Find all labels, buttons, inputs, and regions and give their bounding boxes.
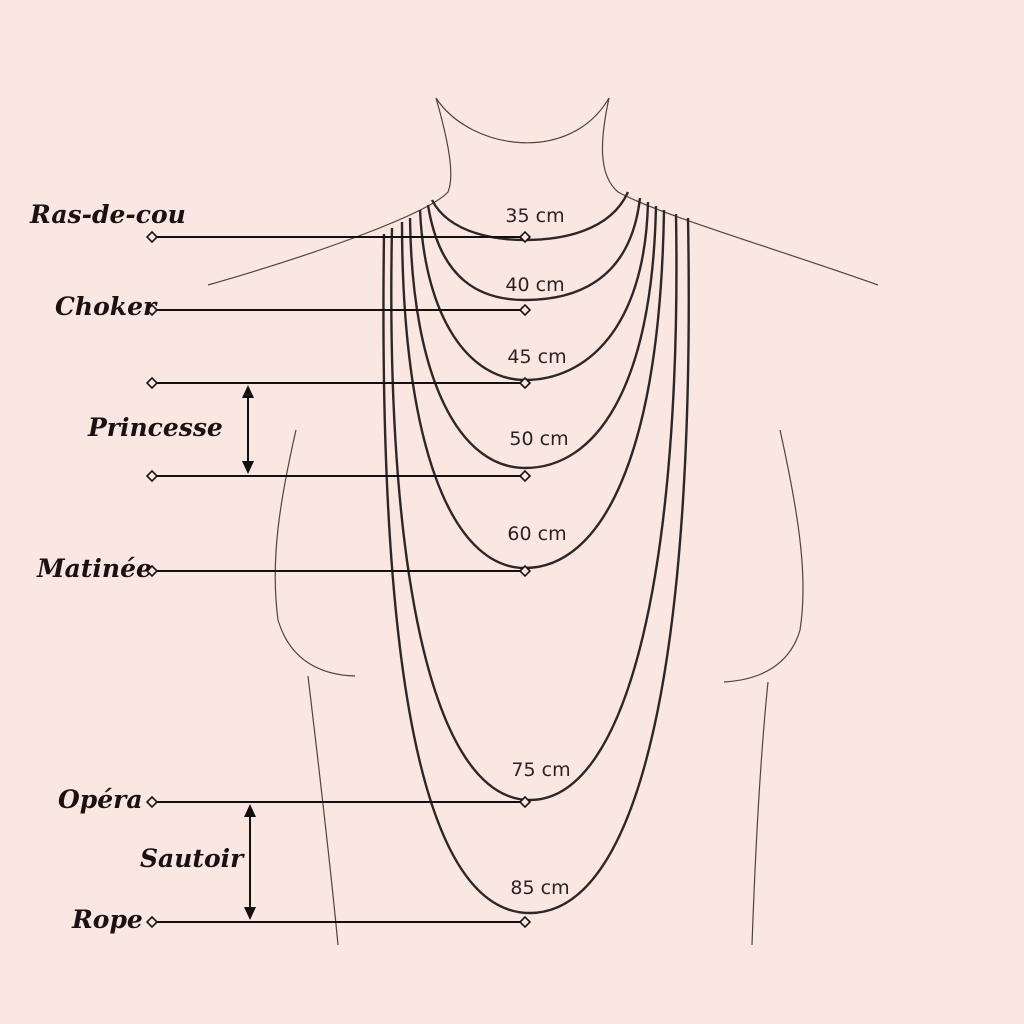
style-label-matinee: Matinée [36,554,152,583]
length-label-35: 35 cm [505,205,564,227]
sautoir-arrow-up [244,804,256,817]
chain-75 [390,213,678,802]
dot-right-75 [518,795,532,809]
style-label-opera: Opéra [58,785,143,814]
length-labels: 35 cm 40 cm 45 cm 50 cm 60 cm 75 cm 85 c… [505,205,570,899]
length-label-85: 85 cm [510,877,569,899]
neck-right [601,97,879,286]
dot-right-35 [518,230,532,244]
guide-lines [152,236,525,923]
dot-left-50 [145,469,159,483]
dot-right-60 [518,564,532,578]
dot-left-85 [145,915,159,929]
dot-left-40 [145,303,159,317]
dot-right-85 [518,915,532,929]
dot-right-45 [518,376,532,390]
chain-40 [426,197,642,302]
length-label-60: 60 cm [507,523,566,545]
left-torso [274,429,356,946]
length-label-75: 75 cm [511,759,570,781]
range-label-sautoir: Sautoir [140,844,245,873]
length-label-40: 40 cm [505,274,564,296]
sautoir-range-arrow [244,804,256,920]
style-label-ras-de-cou: Ras-de-cou [29,200,186,229]
princesse-arrow-down [242,461,254,474]
dot-right-40 [518,303,532,317]
body-outline [207,97,879,946]
dot-left-35 [145,230,159,244]
length-label-50: 50 cm [509,428,568,450]
chin-curve [435,97,610,144]
style-label-rope: Rope [71,905,143,934]
princesse-arrow-up [242,385,254,398]
necklace-chains [382,191,690,915]
sautoir-arrow-down [244,907,256,920]
length-label-45: 45 cm [507,346,566,368]
style-label-choker: Choker [55,292,158,321]
dot-left-60 [145,564,159,578]
chain-85 [382,217,690,915]
guide-dots [145,230,532,929]
chain-50 [408,205,658,470]
dot-right-50 [518,469,532,483]
princesse-range-arrow [242,385,254,474]
style-labels: Ras-de-cou Choker Princesse Matinée Opér… [29,200,245,934]
right-torso [723,429,804,946]
dot-left-75 [145,795,159,809]
range-label-princesse: Princesse [87,413,223,442]
neck-left [207,97,452,286]
dot-left-45 [145,376,159,390]
